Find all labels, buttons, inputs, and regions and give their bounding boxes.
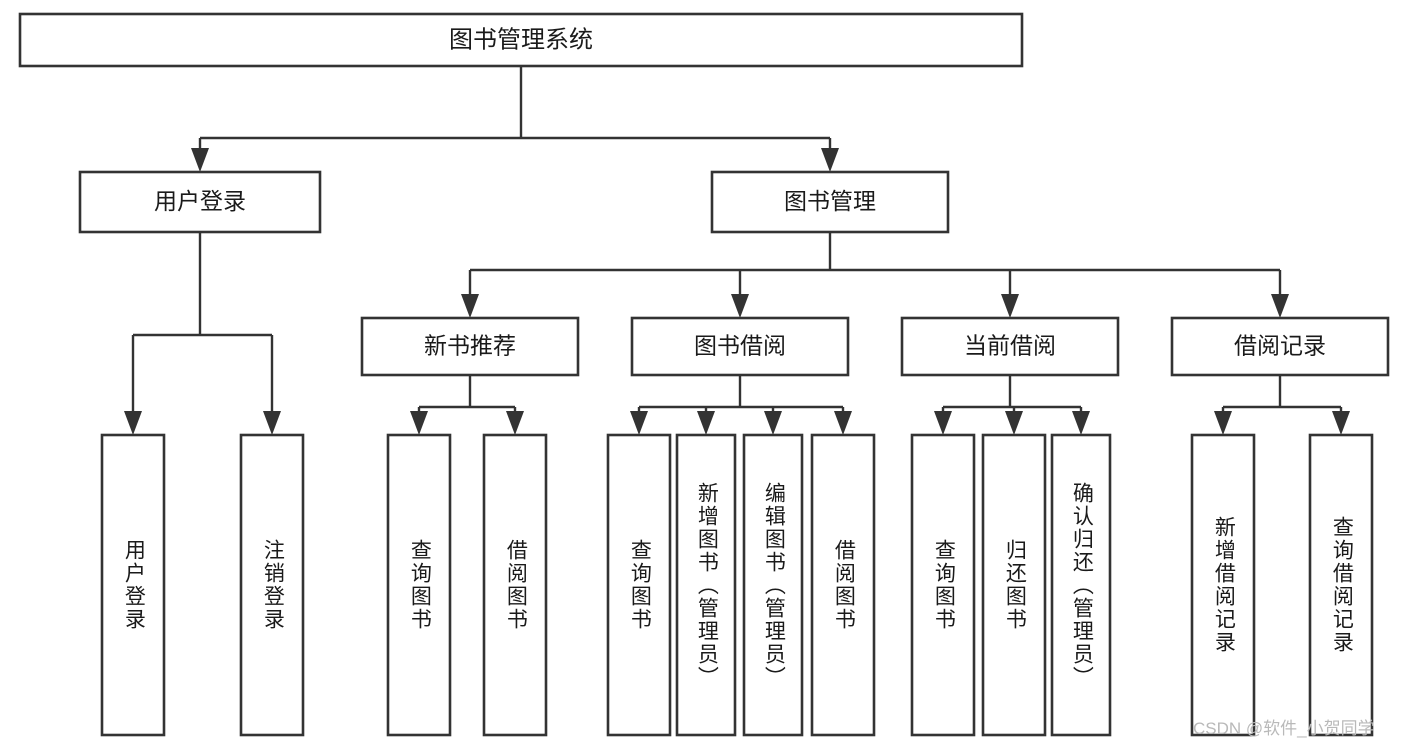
leaf-node-leaf-borrow-book-1[interactable] (482, 433, 548, 737)
leaf-node-leaf-add-borrow-record[interactable] (1190, 433, 1256, 737)
leaf-node-leaf-user-login[interactable] (100, 433, 166, 737)
arrow-head-icon (1005, 411, 1023, 435)
arrow-head-icon (1214, 411, 1232, 435)
arrow-head-icon (697, 411, 715, 435)
level3-node-label-new-book-recommend: 新书推荐 (424, 333, 516, 359)
level2-node-label-user-login: 用户登录 (154, 188, 246, 214)
level3-node-label-book-borrow: 图书借阅 (694, 333, 786, 359)
arrow-head-icon (124, 411, 142, 435)
level3-node-borrow-record[interactable] (1170, 316, 1390, 377)
arrow-head-icon (1072, 411, 1090, 435)
leaf-node-leaf-query-book-2[interactable] (606, 433, 672, 737)
arrow-head-icon (1271, 294, 1289, 318)
level2-node-label-book-management: 图书管理 (784, 188, 876, 214)
leaf-node-leaf-confirm-return-admin[interactable] (1050, 433, 1112, 737)
level3-node-label-borrow-record: 借阅记录 (1234, 333, 1326, 359)
arrow-head-icon (506, 411, 524, 435)
level2-node-book-management[interactable] (710, 170, 950, 234)
arrow-head-icon (1332, 411, 1350, 435)
arrow-head-icon (1001, 294, 1019, 318)
arrow-head-icon (834, 411, 852, 435)
arrow-head-icon (630, 411, 648, 435)
arrow-head-icon (263, 411, 281, 435)
connectors-layer (124, 66, 1350, 435)
leaf-node-leaf-query-book-3[interactable] (910, 433, 976, 737)
root-node-label-root: 图书管理系统 (449, 26, 593, 53)
leaf-node-leaf-add-book-admin[interactable] (675, 433, 737, 737)
arrow-head-icon (821, 148, 839, 172)
leaf-node-leaf-return-book[interactable] (981, 433, 1047, 737)
arrow-head-icon (191, 148, 209, 172)
leaf-node-leaf-user-logout[interactable] (239, 433, 305, 737)
level3-node-new-book-recommend[interactable] (360, 316, 580, 377)
arrow-head-icon (410, 411, 428, 435)
level3-node-label-current-borrow: 当前借阅 (964, 333, 1056, 359)
level3-node-book-borrow[interactable] (630, 316, 850, 377)
arrow-head-icon (934, 411, 952, 435)
leaf-node-leaf-edit-book-admin[interactable] (742, 433, 804, 737)
level2-node-user-login[interactable] (78, 170, 322, 234)
leaf-node-leaf-borrow-book-2[interactable] (810, 433, 876, 737)
boxes-layer (18, 12, 1390, 737)
arrow-head-icon (764, 411, 782, 435)
leaf-node-leaf-query-book-1[interactable] (386, 433, 452, 737)
level3-node-current-borrow[interactable] (900, 316, 1120, 377)
arrow-head-icon (731, 294, 749, 318)
arrow-head-icon (461, 294, 479, 318)
root-node-root[interactable] (18, 12, 1024, 68)
leaf-node-leaf-query-borrow-record[interactable] (1308, 433, 1374, 737)
